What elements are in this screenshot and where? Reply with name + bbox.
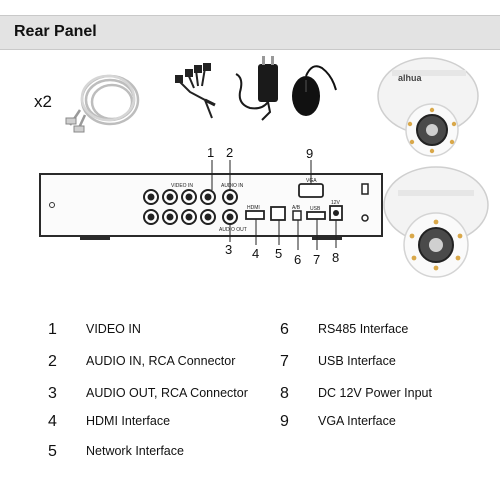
mouse-image [292, 65, 337, 116]
usb-panel-label: USB [310, 206, 321, 212]
video-in-panel-label: VIDEO IN [171, 183, 193, 189]
callout-4: 4 [252, 246, 260, 261]
power-adapter-image [235, 56, 278, 121]
network-port [270, 206, 286, 221]
dvr-rear-panel [39, 173, 383, 240]
section-header: Rear Panel [0, 15, 500, 50]
legend-number: 6 [280, 321, 289, 338]
dome-camera-top-image [377, 57, 479, 157]
legend-number: 1 [48, 321, 57, 338]
legend-label: Network Interface [86, 444, 184, 458]
legend-number: 8 [280, 385, 289, 402]
section-title: Rear Panel [14, 23, 97, 40]
legend-label: VGA Interface [318, 414, 396, 428]
power-panel-label: 12V [331, 200, 341, 206]
callout-5: 5 [275, 246, 283, 261]
legend-number: 3 [48, 385, 57, 402]
legend-label: AUDIO OUT, RCA Connector [86, 386, 248, 400]
callout-8: 8 [332, 250, 340, 265]
legend-number: 4 [48, 413, 57, 430]
callout-7: 7 [313, 252, 321, 267]
legend-number: 7 [280, 353, 289, 370]
vga-panel-label: VGA [306, 178, 317, 184]
hdmi-panel-label: HDMI [247, 205, 260, 211]
legend-number: 5 [48, 443, 57, 460]
callout-lines [211, 160, 337, 250]
power-splitter-image [175, 63, 216, 119]
callout-1: 1 [207, 145, 215, 160]
audio-out-panel-label: AUDIO OUT [219, 227, 247, 233]
legend-label: HDMI Interface [86, 414, 171, 428]
legend-label: USB Interface [318, 354, 396, 368]
audio-in-panel-label: AUDIO IN [221, 183, 244, 189]
legend-label: VIDEO IN [86, 322, 141, 336]
callout-2: 2 [226, 145, 234, 160]
video-in-ports [143, 189, 216, 225]
hdmi-port [245, 210, 265, 220]
legend-number: 2 [48, 353, 57, 370]
callout-9: 9 [306, 146, 314, 161]
vga-port [298, 183, 324, 198]
cable-quantity: x2 [34, 92, 52, 111]
legend-number: 9 [280, 413, 289, 430]
legend-label: RS485 Interface [318, 322, 409, 336]
bnc-cable-coil-image [65, 74, 140, 133]
callout-3: 3 [225, 242, 233, 257]
usb-port [306, 211, 326, 220]
callout-6: 6 [294, 252, 302, 267]
legend-label: DC 12V Power Input [318, 386, 432, 400]
dome-camera-bottom-image [383, 166, 489, 278]
legend-label: AUDIO IN, RCA Connector [86, 354, 236, 368]
camera-brand-label: alhua [398, 73, 423, 83]
ab-panel-label: A/B [292, 205, 301, 211]
rs485-port [292, 210, 302, 221]
